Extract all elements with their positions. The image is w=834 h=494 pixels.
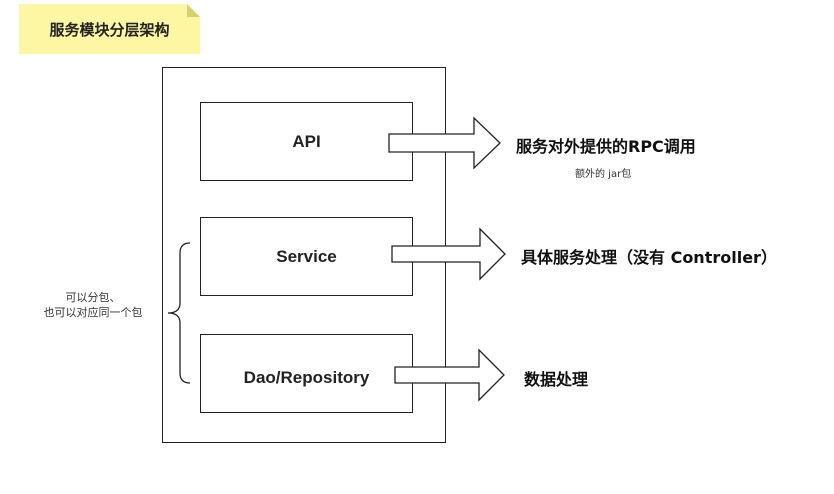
side-note-line2: 也可以对应同一个包 xyxy=(43,306,143,319)
api-arrow xyxy=(388,116,501,170)
dao-arrow xyxy=(394,348,505,402)
title-note xyxy=(19,4,200,54)
side-note: 可以分包、 也可以对应同一个包 xyxy=(28,290,158,320)
api-arrow-label: 服务对外提供的RPC调用 xyxy=(516,137,696,156)
diagram-title: 服务模块分层架构 xyxy=(49,20,170,39)
api-layer-label: API xyxy=(292,131,321,151)
side-note-line1: 可以分包、 xyxy=(65,291,121,304)
dao-layer-label: Dao/Repository xyxy=(243,367,370,387)
service-layer-box[interactable]: Service xyxy=(200,217,413,296)
api-arrow-sublabel: 额外的 jar包 xyxy=(575,169,632,180)
service-arrow xyxy=(391,227,506,281)
curly-brace xyxy=(167,242,191,384)
dao-arrow-label: 数据处理 xyxy=(524,370,589,389)
service-layer-label: Service xyxy=(276,246,337,266)
service-arrow-label: 具体服务处理（没有 Controller） xyxy=(521,248,777,267)
dao-layer-box[interactable]: Dao/Repository xyxy=(200,334,413,413)
